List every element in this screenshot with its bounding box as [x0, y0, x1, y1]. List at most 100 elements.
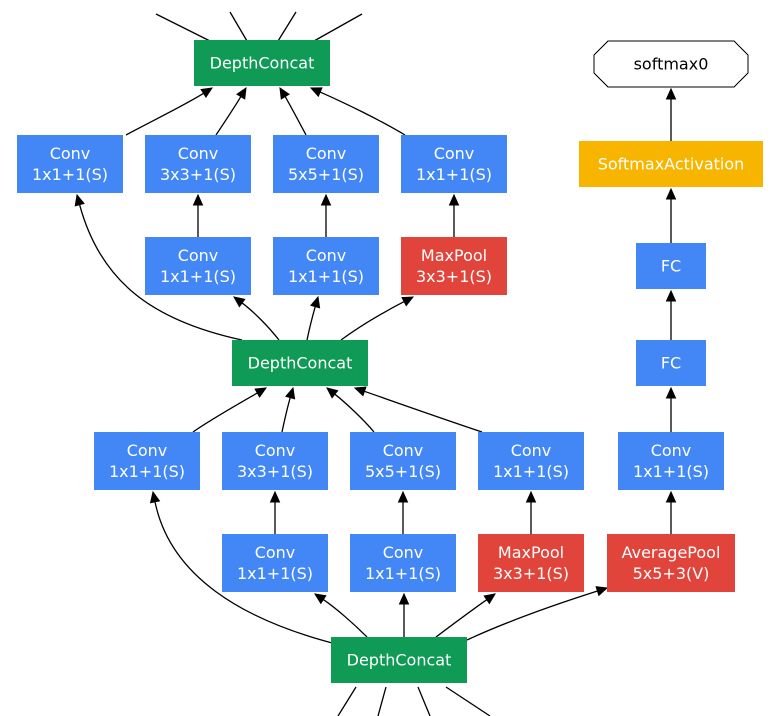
- edge-line: [281, 397, 291, 433]
- edge-avgpool_aux-to-conv_aux: [665, 490, 677, 534]
- node-label-line: 3x3+1(S): [416, 267, 492, 286]
- node-label-line: softmax0: [634, 55, 709, 74]
- edge-softmax_act-to-softmax0: [665, 87, 677, 141]
- node-shape-box: [17, 135, 123, 193]
- edge-line: [192, 392, 258, 433]
- node-conv_a2: Conv 3x3+1(S): [145, 135, 251, 193]
- node-label-line: Conv: [651, 441, 692, 460]
- node-conv_b2: Conv 3x3+1(S): [222, 432, 328, 490]
- edge-line: [154, 501, 341, 646]
- arrowhead: [74, 193, 85, 207]
- edge-conv_b2-to-concat_mid: [281, 386, 296, 433]
- arrowhead: [269, 490, 281, 503]
- node-label-line: Conv: [178, 246, 219, 265]
- node-label-line: 1x1+1(S): [160, 267, 236, 286]
- node-label-line: AveragePool: [622, 543, 721, 562]
- node-label-line: FC: [661, 354, 681, 373]
- edge-conv_a3_red-to-conv_a3: [320, 193, 332, 237]
- edge-fc_2-to-softmax_act: [665, 187, 677, 243]
- edge-concat_bottom-to-conv_b2_red: [313, 593, 368, 638]
- node-label-line: 3x3+1(S): [493, 564, 569, 583]
- edge-maxpool_b-to-conv_b4: [525, 490, 537, 534]
- arrowhead: [313, 593, 327, 605]
- node-shape-box: [94, 432, 200, 490]
- arrowhead: [149, 490, 161, 504]
- node-label-line: 5x5+3(V): [633, 564, 710, 583]
- node-label-line: 1x1+1(S): [237, 564, 313, 583]
- node-shape-box: [350, 534, 456, 592]
- node-shape-box: [401, 135, 507, 193]
- edge-fc_1-to-fc_2: [665, 289, 677, 340]
- node-label-line: Conv: [178, 144, 219, 163]
- edge-conv_a3-to-concat_top: [279, 86, 307, 136]
- edge-conv_a2_red-to-conv_a2: [192, 193, 204, 238]
- edge-concat_bottom-to-conv_b3_red: [398, 592, 410, 638]
- arrowhead: [525, 490, 537, 503]
- arrowhead: [309, 87, 323, 98]
- edge-conv_b2_red-to-conv_b2: [269, 490, 281, 535]
- arrowhead: [665, 386, 677, 399]
- node-shape-box: [636, 243, 706, 289]
- node-label-line: 1x1+1(S): [288, 267, 364, 286]
- edge-conv_b4-to-concat_mid: [353, 386, 483, 433]
- node-label-line: 1x1+1(S): [32, 165, 108, 184]
- node-label-line: 3x3+1(S): [160, 165, 236, 184]
- edge-line: [215, 96, 242, 136]
- edge-line: [364, 390, 483, 433]
- arrowhead: [279, 86, 290, 100]
- edge-concat_bottom-to-maxpool_b: [435, 593, 497, 638]
- node-fc_2: FC: [636, 243, 706, 289]
- node-label-line: DepthConcat: [248, 354, 353, 373]
- node-shape-box: [273, 237, 379, 295]
- arrowhead: [401, 296, 415, 307]
- node-label-line: 3x3+1(S): [237, 462, 313, 481]
- node-shape-box: [636, 340, 706, 386]
- edge-line: [78, 204, 243, 341]
- node-label-line: Conv: [255, 543, 296, 562]
- node-shape-box: [222, 534, 328, 592]
- node-label-line: SoftmaxActivation: [598, 155, 745, 174]
- edge-line: [306, 306, 316, 341]
- node-label-line: Conv: [383, 441, 424, 460]
- node-label-line: 1x1+1(S): [633, 462, 709, 481]
- arrowhead: [310, 295, 321, 309]
- edge-stub-6: [417, 686, 431, 716]
- node-shape-box: [350, 432, 456, 490]
- arrowhead: [448, 193, 460, 206]
- arrowhead: [233, 296, 246, 308]
- node-label-line: 1x1+1(S): [416, 165, 492, 184]
- arrowhead: [398, 592, 410, 605]
- edge-conv_aux-to-fc_1: [665, 386, 677, 432]
- node-shape-box: [401, 237, 507, 295]
- node-shape-box: [607, 534, 735, 592]
- node-label-line: Conv: [255, 441, 296, 460]
- node-concat_mid: DepthConcat: [232, 340, 368, 386]
- node-shape-box: [579, 141, 763, 187]
- node-shape-box: [478, 534, 584, 592]
- node-shape-box: [273, 135, 379, 193]
- node-shape-box: [478, 432, 584, 490]
- node-label-line: 5x5+1(S): [365, 462, 441, 481]
- edge-stub-0: [155, 13, 211, 42]
- edge-stub-4: [337, 686, 357, 716]
- edge-conv_b1-to-concat_mid: [192, 387, 268, 433]
- edges-layer: [74, 11, 677, 716]
- edge-line: [466, 590, 598, 641]
- arrowhead: [665, 87, 677, 100]
- edge-line: [241, 302, 280, 341]
- node-softmax_act: SoftmaxActivation: [579, 141, 763, 187]
- node-label-line: 1x1+1(S): [493, 462, 569, 481]
- edge-stub-2: [277, 11, 297, 42]
- node-shape-octagon: [593, 40, 749, 88]
- node-label-line: Conv: [127, 441, 168, 460]
- arrowhead: [665, 289, 677, 302]
- edge-line: [319, 91, 406, 136]
- edge-line: [334, 393, 375, 433]
- edge-concat_bottom-to-conv_b1: [149, 490, 341, 646]
- arrowhead: [353, 386, 367, 397]
